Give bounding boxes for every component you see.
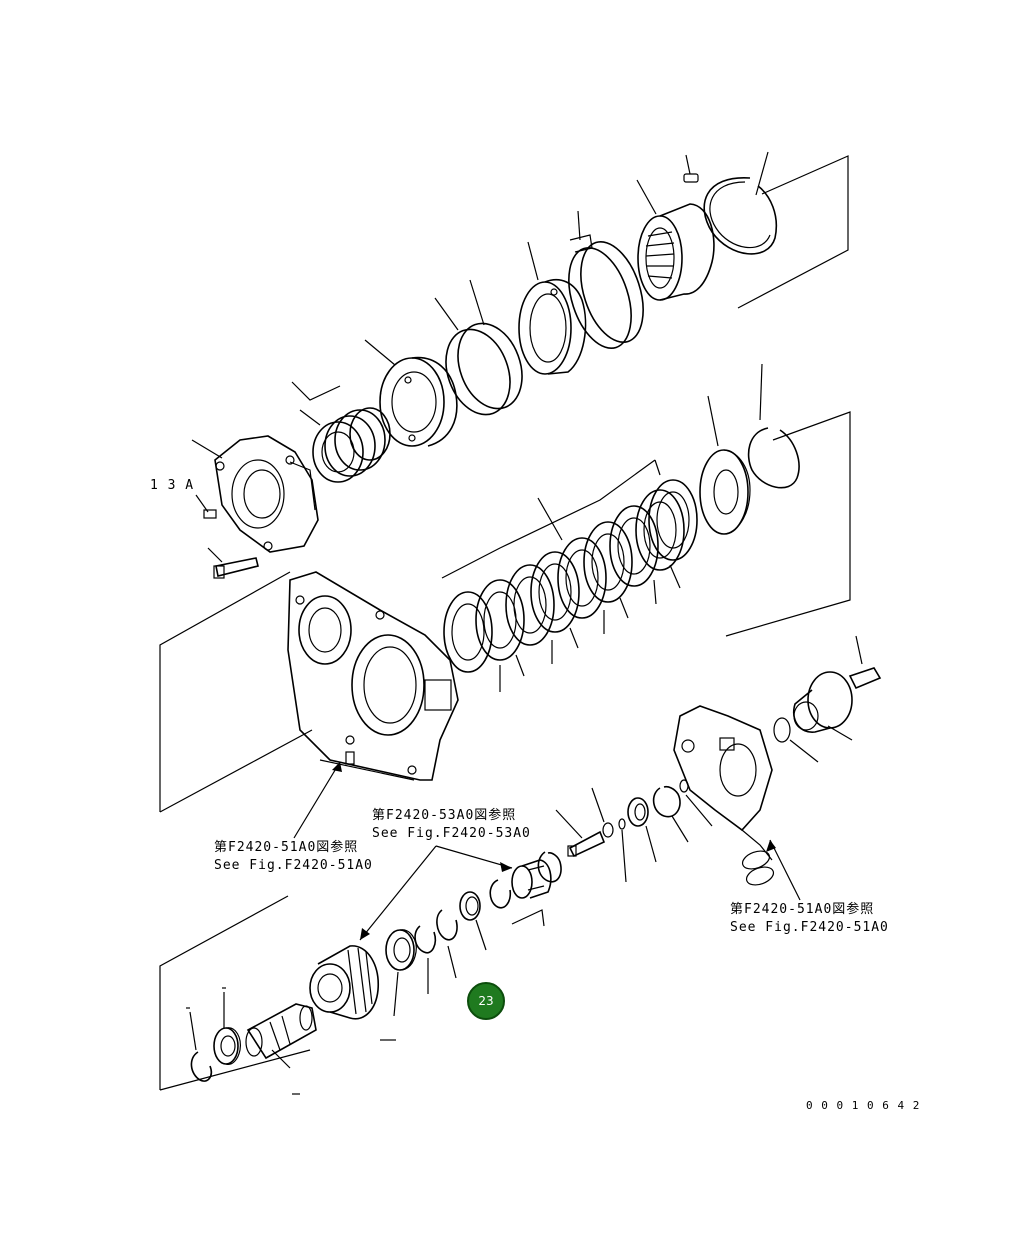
bearing-race-lower <box>459 891 487 951</box>
clutch-drum <box>364 339 458 447</box>
ref-left-jp: 第F2420-51A0図参照 <box>214 840 359 855</box>
part-label-13a: 1 3 A <box>150 478 195 493</box>
main-housing <box>159 571 459 813</box>
ref-left-leader <box>293 761 342 839</box>
bearing-lower <box>511 859 552 899</box>
bearing-far-left <box>213 992 241 1065</box>
ref-left-en: See Fig.F2420-51A0 <box>214 858 373 873</box>
o-ring-small <box>679 779 713 827</box>
end-plate <box>699 395 751 535</box>
clutch-pack-bracket <box>441 411 851 637</box>
snap-ring-lower-d <box>414 925 437 994</box>
piston-upper <box>518 241 587 375</box>
snap-ring-top <box>703 177 777 255</box>
shaft <box>245 1003 317 1069</box>
bolt-center <box>555 809 606 858</box>
snap-ring-lower-b <box>489 879 512 909</box>
ref-right-jp: 第F2420-51A0図参照 <box>730 902 875 917</box>
seal-ring-stack <box>291 381 391 483</box>
snap-ring-lower-a <box>511 851 562 927</box>
o-ring-right <box>773 717 819 763</box>
leader-ticks <box>186 987 396 1095</box>
upper-housing <box>191 435 319 553</box>
part-hotspot-23[interactable]: 23 <box>467 982 505 1020</box>
ref-upper-leaders <box>359 845 513 941</box>
lower-group-bracket <box>159 895 311 1091</box>
ref-upper-en: See Fig.F2420-53A0 <box>372 826 531 841</box>
snap-ring-far-left <box>189 1011 213 1082</box>
bearing-cage <box>636 179 715 301</box>
clutch-plates <box>443 479 698 692</box>
drawing-number: 0 0 0 1 0 6 4 2 <box>806 1099 921 1112</box>
seal-rings-pair-mid <box>434 279 523 416</box>
seal-rings-pair-upper <box>568 210 644 350</box>
ref-right-leader <box>766 839 801 901</box>
ref-upper-jp: 第F2420-53A0図参照 <box>372 808 517 823</box>
washer-small <box>591 787 627 883</box>
right-cover <box>673 705 775 886</box>
hotspot-label: 23 <box>478 994 494 1008</box>
oil-seal-right <box>627 797 657 863</box>
bolts-left <box>195 494 259 579</box>
bearing-lower-b <box>385 929 417 1017</box>
gear-hub <box>309 945 379 1020</box>
snap-ring-small-right <box>652 785 689 843</box>
ref-right-en: See Fig.F2420-51A0 <box>730 920 889 935</box>
flange-yoke <box>793 671 853 741</box>
right-bolt <box>848 635 882 690</box>
snap-ring-mid <box>747 363 800 489</box>
snap-ring-lower-c <box>436 909 458 979</box>
pin-part <box>683 154 699 183</box>
upper-group-bracket <box>737 151 849 309</box>
